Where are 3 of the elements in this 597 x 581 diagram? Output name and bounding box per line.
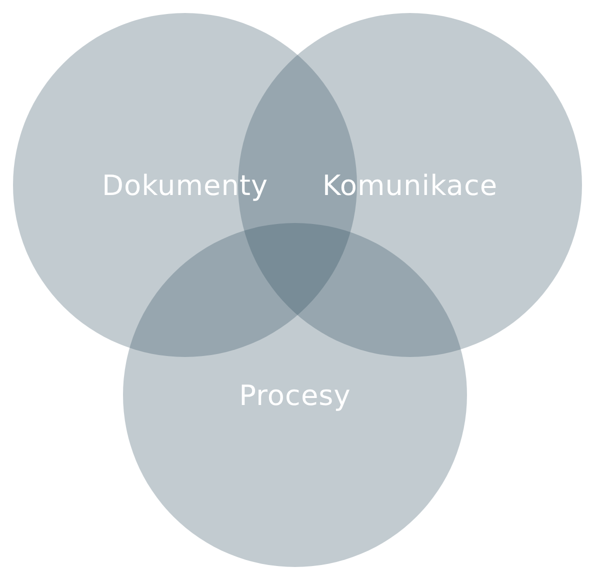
circle-label: Dokumenty (102, 168, 268, 202)
circle-label: Komunikace (322, 168, 498, 202)
circle-label: Procesy (239, 378, 351, 412)
